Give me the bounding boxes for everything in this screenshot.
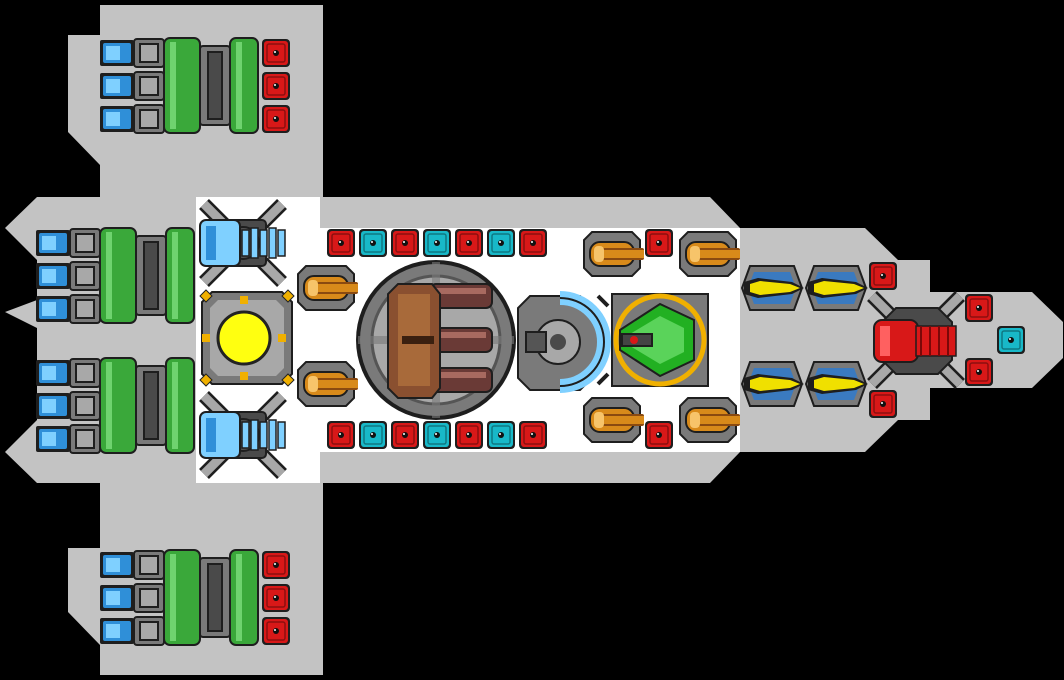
armor-block-red[interactable] xyxy=(327,421,355,449)
brass-turret[interactable] xyxy=(297,361,358,407)
armor-block-red[interactable] xyxy=(869,390,897,418)
red-turret[interactable] xyxy=(867,291,965,389)
armor-block-teal[interactable] xyxy=(423,229,451,257)
armor-block-red[interactable] xyxy=(262,617,290,645)
ion-cannon[interactable] xyxy=(199,199,287,287)
armor-block-teal[interactable] xyxy=(359,229,387,257)
brass-turret[interactable] xyxy=(679,397,740,443)
armor-block-red[interactable] xyxy=(519,229,547,257)
ion-cannon[interactable] xyxy=(199,391,287,479)
missile-pod[interactable] xyxy=(804,265,868,311)
armor-block-red[interactable] xyxy=(262,551,290,579)
armor-block-red[interactable] xyxy=(965,294,993,322)
armor-block-teal[interactable] xyxy=(487,421,515,449)
armor-block-red[interactable] xyxy=(262,105,290,133)
triple-barrel-turret[interactable] xyxy=(356,260,516,420)
armor-block-red[interactable] xyxy=(262,584,290,612)
armor-block-red[interactable] xyxy=(455,229,483,257)
engine-bank[interactable] xyxy=(36,227,195,324)
armor-block-teal[interactable] xyxy=(487,229,515,257)
engine-bank[interactable] xyxy=(100,37,259,134)
missile-pod[interactable] xyxy=(740,265,804,311)
shield-dome[interactable] xyxy=(517,291,611,393)
armor-block-red[interactable] xyxy=(455,421,483,449)
armor-block-red[interactable] xyxy=(519,421,547,449)
brass-turret[interactable] xyxy=(583,231,644,277)
armor-block-teal[interactable] xyxy=(359,421,387,449)
missile-pod[interactable] xyxy=(804,361,868,407)
missile-pod[interactable] xyxy=(740,361,804,407)
armor-block-red[interactable] xyxy=(965,358,993,386)
armor-block-red[interactable] xyxy=(391,421,419,449)
brass-turret[interactable] xyxy=(679,231,740,277)
armor-block-red[interactable] xyxy=(327,229,355,257)
armor-block-red[interactable] xyxy=(262,72,290,100)
armor-block-red[interactable] xyxy=(645,229,673,257)
armor-block-red[interactable] xyxy=(391,229,419,257)
engine-bank[interactable] xyxy=(36,357,195,454)
brass-turret[interactable] xyxy=(583,397,644,443)
armor-block-teal[interactable] xyxy=(997,326,1025,354)
armor-block-red[interactable] xyxy=(645,421,673,449)
reactor-core[interactable] xyxy=(199,289,295,387)
armor-block-red[interactable] xyxy=(262,39,290,67)
engine-bank[interactable] xyxy=(100,549,259,646)
brass-turret[interactable] xyxy=(297,265,358,311)
cockpit[interactable] xyxy=(596,293,709,387)
armor-block-red[interactable] xyxy=(869,262,897,290)
armor-block-teal[interactable] xyxy=(423,421,451,449)
